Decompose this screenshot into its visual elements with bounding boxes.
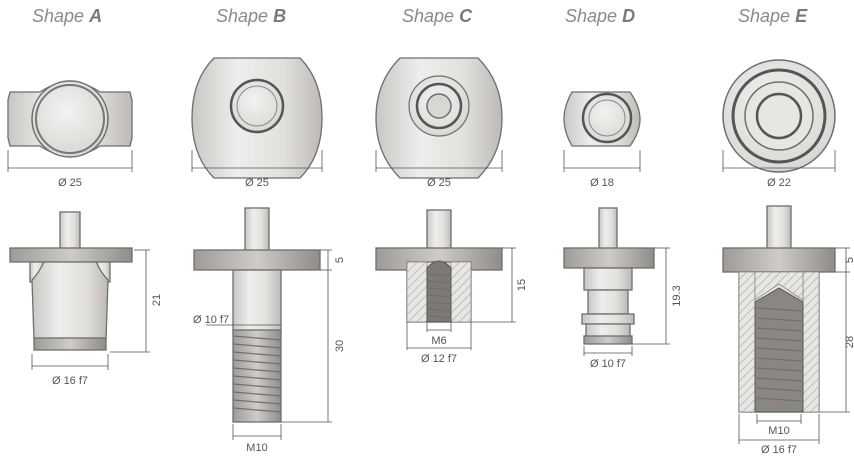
shape-d-title-letter: D — [622, 6, 636, 26]
shape-a-title: Shape A — [32, 6, 102, 27]
shape-d-height-label: 19.3 — [671, 285, 683, 306]
shape-e-side-dimensions: 5 28 M10 Ø 16 f7 — [738, 247, 854, 456]
shape-c-thread-label: M6 — [431, 335, 446, 347]
shape-d-title-prefix: Shape — [565, 6, 623, 26]
shape-a-top-dimension: Ø 25 — [7, 150, 133, 189]
shape-a-height-label: 21 — [151, 294, 163, 306]
shape-b-title-letter: B — [273, 6, 287, 26]
shape-c-top-view — [375, 57, 503, 179]
shape-b-thread — [232, 335, 282, 413]
shape-e-title-prefix: Shape — [738, 6, 796, 26]
shape-d-top-dimension: Ø 18 — [563, 150, 641, 189]
shape-e-top-dimension: Ø 22 — [722, 150, 836, 189]
shape-c-thread — [426, 273, 452, 319]
shape-b-title: Shape B — [216, 6, 286, 27]
shape-e-top-diameter-label: Ø 22 — [767, 177, 791, 189]
shape-e-top-view — [722, 59, 836, 173]
shape-b-top-dimension: Ø 25 — [191, 150, 323, 189]
shape-c-height-label: 15 — [516, 279, 528, 291]
shape-d-side-view — [563, 207, 655, 345]
shape-e-thread-label: M10 — [768, 425, 789, 437]
shape-c-top-dimension: Ø 25 — [375, 150, 503, 189]
shape-e-title-letter: E — [795, 6, 808, 26]
shape-c-title-prefix: Shape — [402, 6, 460, 26]
shape-b-top-diameter-label: Ø 25 — [245, 177, 269, 189]
shape-b-length-label: 30 — [334, 340, 346, 352]
shape-d-side-dimensions: 19.3 Ø 10 f7 — [583, 247, 683, 370]
shape-c-shaft-diameter-label: Ø 12 f7 — [421, 353, 457, 365]
shape-a-title-prefix: Shape — [32, 6, 90, 26]
shape-c-top-diameter-label: Ø 25 — [427, 177, 451, 189]
shape-b-thread-label: M10 — [246, 442, 267, 454]
shape-a-side-dimensions: 21 Ø 16 f7 — [31, 249, 163, 387]
shape-b-side-view — [193, 207, 321, 423]
shape-b-top-view — [191, 57, 323, 179]
shape-b-title-prefix: Shape — [216, 6, 274, 26]
shape-a-top-view — [7, 80, 133, 158]
shape-e-shaft-diameter-label: Ø 16 f7 — [761, 444, 797, 456]
shape-d-top-view — [563, 91, 641, 147]
shape-b-side-dimensions: 5 Ø 10 f7 30 M10 — [193, 249, 346, 454]
shape-e-side-view — [722, 205, 836, 413]
shape-d-top-diameter-label: Ø 18 — [590, 177, 614, 189]
shape-a-top-diameter-label: Ø 25 — [58, 177, 82, 189]
shape-b-flange-thickness-label: 5 — [334, 257, 346, 263]
shape-d-title: Shape D — [565, 6, 635, 27]
shape-d-shaft-diameter-label: Ø 10 f7 — [590, 358, 626, 370]
shape-c-title-letter: C — [459, 6, 473, 26]
shape-a-shaft-diameter-label: Ø 16 f7 — [52, 375, 88, 387]
shape-a-title-letter: A — [89, 6, 103, 26]
shape-c-title: Shape C — [402, 6, 472, 27]
shape-c-side-view — [375, 209, 503, 323]
shape-e-flange-thickness-label: 5 — [844, 257, 854, 263]
shape-b-shaft-diameter-label: Ø 10 f7 — [193, 314, 229, 326]
shape-e-length-label: 28 — [844, 336, 854, 348]
shape-e-title: Shape E — [738, 6, 807, 27]
shape-a-side-view — [9, 211, 133, 351]
shape-e-thread — [756, 307, 802, 402]
shape-c-side-dimensions: 15 M6 Ø 12 f7 — [406, 247, 528, 365]
